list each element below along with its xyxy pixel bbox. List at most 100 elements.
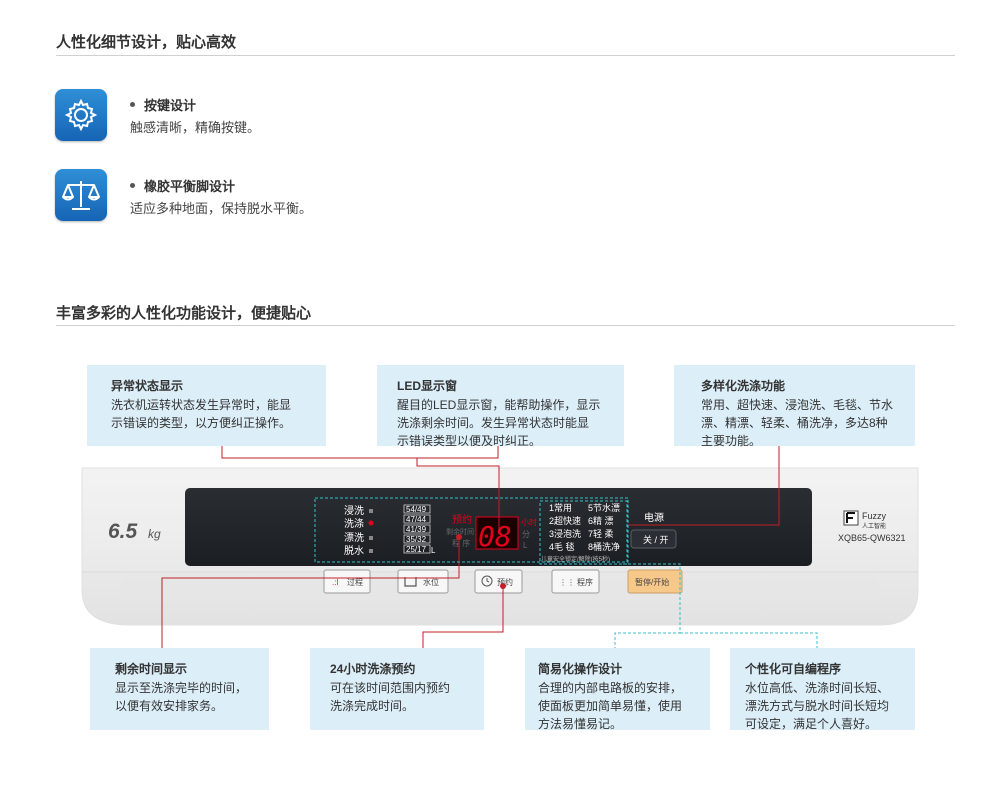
section-divider: [56, 55, 955, 56]
clock-icon: [481, 575, 493, 587]
stage-indicator: [369, 509, 373, 513]
process-button[interactable]: [323, 569, 371, 594]
program-item: 4毛 毯: [549, 541, 575, 552]
callout-line: 水位高低、洗涤时间长短、: [745, 681, 890, 695]
stage-label: 浸洗: [344, 505, 364, 517]
feature-title-feet: 橡胶平衡脚设计: [130, 176, 235, 195]
feature-desc-feet: 适应多种地面，保持脱水平衡。: [130, 201, 313, 216]
water-level-button-label: 水位: [423, 577, 439, 587]
child-lock-note: 儿童安全锁定/解除(按5秒): [541, 555, 610, 563]
led-digits: 08: [478, 520, 512, 553]
callout-line: 醒目的LED显示窗，能帮助操作，显示: [397, 398, 601, 412]
connector-remaining: [161, 537, 460, 648]
callout-line: 显示至洗涤完毕的时间，: [115, 681, 248, 695]
callout-title: 24小时洗涤预约: [330, 662, 416, 676]
program-item: 3浸泡洗: [549, 528, 581, 539]
stage-label: 漂洗: [344, 532, 364, 544]
reserve-button-label: 预约: [497, 577, 513, 587]
callout-24h-reserve: 24小时洗涤预约 可在该时间范围内预约 洗涤完成时间。: [310, 648, 484, 730]
program-item: 8桶洗净: [588, 541, 620, 552]
power-button[interactable]: [630, 529, 677, 549]
feature-title-keys: 按键设计: [130, 95, 196, 114]
bullet-dot: [130, 183, 135, 189]
callout-title: 剩余时间显示: [115, 662, 188, 676]
power-button-label: 关 / 开: [643, 534, 669, 545]
callout-line: 洗涤剩余时间。发生异常状态时能显: [397, 416, 590, 430]
program-item: 2超快速: [549, 515, 581, 526]
callout-abnormal-status: 异常状态显示 洗衣机运转状态发生异常时，能显 示错误的类型，以方便纠正操作。: [87, 365, 326, 446]
callout-line: 示错误的类型，以方便纠正操作。: [111, 416, 292, 430]
stage-indicator-active: [368, 520, 374, 526]
section-title-details: 人性化细节设计，贴心高效: [56, 34, 237, 51]
callout-line: 洗衣机运转状态发生异常时，能显: [111, 398, 292, 412]
callout-line: 合理的内部电路板的安排，: [538, 681, 683, 695]
water-level-button[interactable]: [397, 569, 449, 594]
start-pause-button-label: 暂停/开始: [635, 577, 669, 587]
gear-icon: [55, 89, 107, 141]
connector-reserve: [422, 586, 504, 648]
brand-name: Fuzzy: [862, 511, 887, 521]
section-divider: [56, 325, 955, 326]
minute-label: 分: [522, 530, 530, 539]
process-button-label: 过程: [347, 577, 363, 587]
program-item: 6精 漂: [588, 515, 614, 526]
callout-line: 洗涤完成时间。: [330, 699, 415, 713]
callout-line: 可设定，满足个人喜好。: [745, 717, 878, 731]
connector-abnormal-led: [221, 446, 499, 459]
callout-line: 使面板更加简单易懂，使用: [538, 699, 683, 713]
reserve-indicator-label: 预约: [452, 513, 472, 526]
program-button-label: 程序: [577, 577, 593, 587]
program-label: 程 序: [452, 538, 470, 548]
feature-title-text: 橡胶平衡脚设计: [144, 179, 236, 194]
feature-title-text: 按键设计: [144, 98, 197, 113]
callout-title: 个性化可自编程序: [745, 662, 842, 676]
callout-line: 以便有效安排家务。: [115, 699, 224, 713]
connector-modes: [628, 446, 780, 526]
feature-desc-keys: 触感清晰，精确按键。: [130, 120, 261, 135]
callout-line: 方法易懂易记。: [538, 717, 623, 731]
capacity-value: 6.5: [108, 520, 138, 543]
water-level-value: 25/17: [406, 545, 427, 554]
model-number: XQB65-QW6321: [838, 533, 906, 543]
capacity-unit: kg: [148, 527, 161, 541]
stage-indicator: [369, 549, 373, 553]
callout-remaining-time: 剩余时间显示 显示至洗涤完毕的时间， 以便有效安排家务。: [90, 648, 269, 730]
callout-title: 异常状态显示: [111, 379, 184, 393]
callout-line: 常用、超快速、浸泡洗、毛毯、节水: [701, 398, 894, 412]
section-title-functions: 丰富多彩的人性化功能设计，便捷贴心: [56, 305, 312, 322]
callout-title: 多样化洗涤功能: [701, 379, 786, 393]
water-level-icon: [404, 577, 417, 587]
callout-wash-modes: 多样化洗涤功能 常用、超快速、浸泡洗、毛毯、节水 漂、精漂、轻柔、桶洗净，多达8…: [674, 365, 915, 448]
callout-line: 漂、精漂、轻柔、桶洗净，多达8种: [701, 416, 888, 430]
program-item: 7轻 柔: [588, 528, 614, 539]
brand-subtitle: 人工智能: [862, 522, 886, 530]
connector-custom: [680, 632, 818, 648]
hour-label: 小时: [521, 517, 537, 527]
stage-label: 洗涤: [344, 517, 364, 530]
program-button[interactable]: [551, 569, 600, 594]
stage-label: 脱水: [344, 544, 364, 557]
program-item: 5节水漂: [588, 502, 620, 513]
bullet-dot: [130, 102, 135, 108]
power-label: 电源: [644, 511, 664, 524]
liter-label: L: [523, 541, 528, 550]
remaining-time-label: 剩余时间: [446, 527, 474, 536]
callout-custom-program: 个性化可自编程序 水位高低、洗涤时间长短、 漂洗方式与脱水时间长短均 可设定，满…: [730, 648, 915, 731]
callout-title: 简易化操作设计: [538, 662, 623, 676]
balance-scale-icon: [55, 169, 107, 221]
program-icon: ⋮⋮⋮: [559, 578, 583, 587]
callout-led-display: LED显示窗 醒目的LED显示窗，能帮助操作，显示 洗涤剩余时间。发生异常状态时…: [377, 365, 624, 448]
program-item: 1常用: [549, 502, 572, 513]
highlight-display-area: [314, 497, 629, 563]
callout-simple-operation: 简易化操作设计 合理的内部电路板的安排， 使面板更加简单易懂，使用 方法易懂易记…: [525, 648, 710, 731]
water-level-unit: L: [431, 546, 436, 555]
water-level-value: 54/49: [406, 505, 427, 514]
callout-line: 可在该时间范围内预约: [330, 681, 451, 695]
stage-indicator: [369, 536, 373, 540]
start-pause-button[interactable]: [627, 569, 683, 594]
water-level-value: 41/39: [406, 525, 427, 534]
connector-led-display: [416, 458, 500, 530]
callout-line: 主要功能。: [701, 434, 762, 448]
process-icon: .:l: [332, 578, 338, 587]
